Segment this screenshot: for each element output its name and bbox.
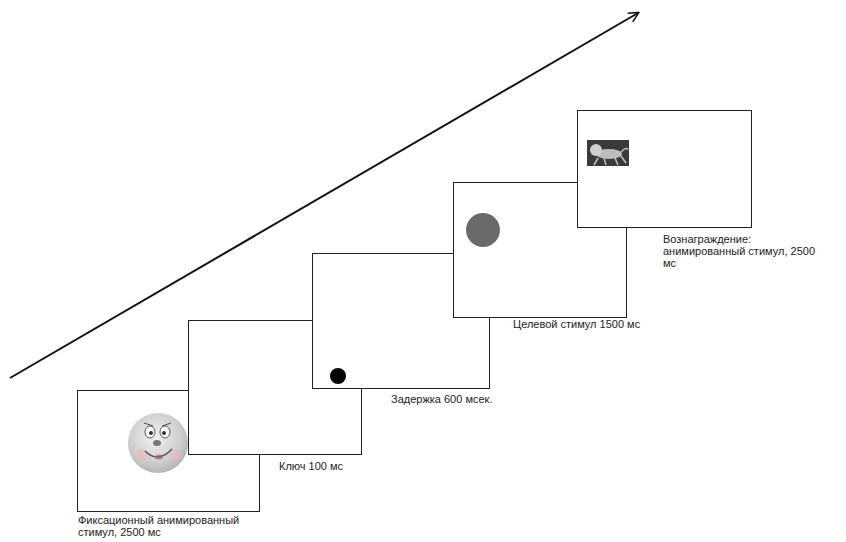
step-caption: Целевой стимул 1500 мс [513, 318, 693, 330]
step-caption: Задержка 600 мсек. [391, 393, 551, 405]
step-caption: Фиксационный анимированный стимул, 2500 … [78, 514, 268, 538]
screen-frame: Вознаграждение: анимированный стимул, 25… [577, 110, 752, 228]
step-caption: Ключ 100 мс [279, 460, 419, 472]
reward-animal [587, 140, 629, 166]
target-circle [466, 213, 500, 247]
smiley-face [128, 413, 188, 473]
cue-dot [330, 368, 346, 384]
step-caption: Вознаграждение: анимированный стимул, 25… [663, 233, 831, 269]
time-arrow [10, 13, 638, 378]
